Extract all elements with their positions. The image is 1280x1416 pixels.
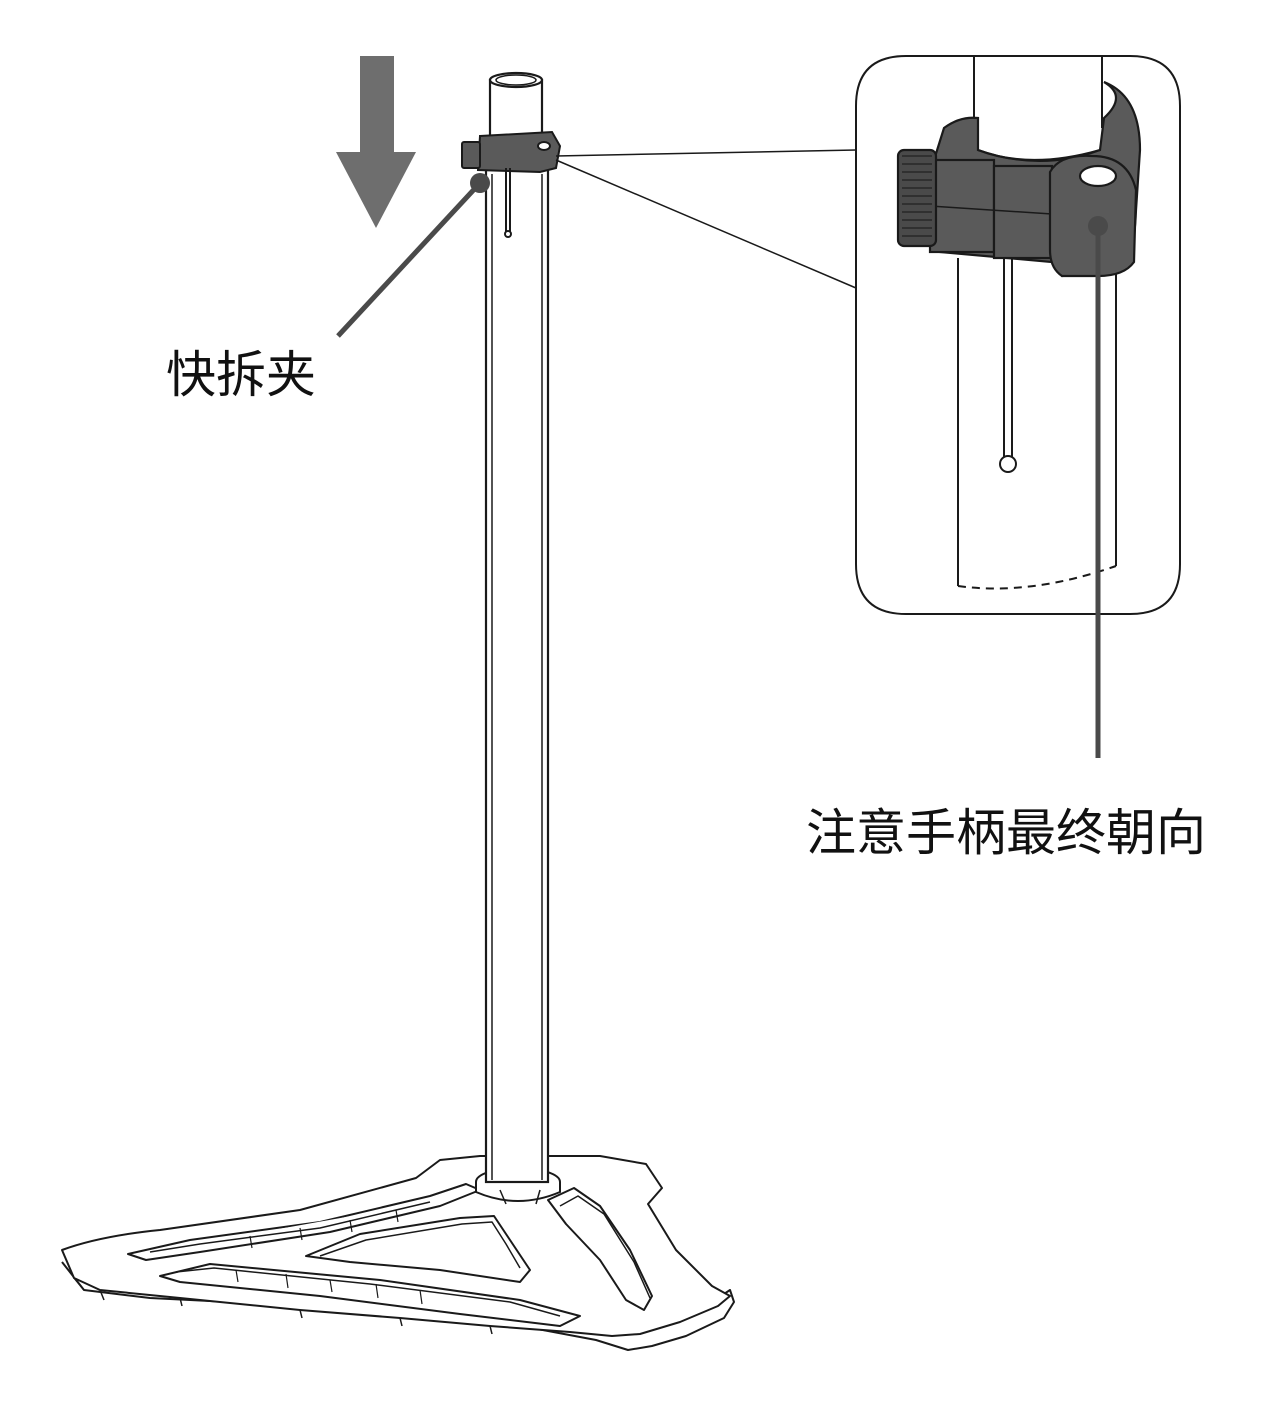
- clamp-leader: [336, 173, 490, 338]
- detail-inset: [855, 55, 1181, 758]
- zoom-connector-lines: [555, 149, 857, 289]
- quick-release-clamp-label: 快拆夹: [166, 346, 316, 404]
- handle-leader: [1088, 216, 1108, 758]
- locking-pin: [999, 258, 1017, 473]
- quick-release-clamp: [461, 130, 562, 238]
- vertical-pole: [484, 71, 550, 1184]
- handle-orientation-label: 注意手柄最终朝向: [806, 804, 1206, 862]
- tripod-base: [61, 1155, 735, 1351]
- down-arrow-icon: [336, 56, 416, 228]
